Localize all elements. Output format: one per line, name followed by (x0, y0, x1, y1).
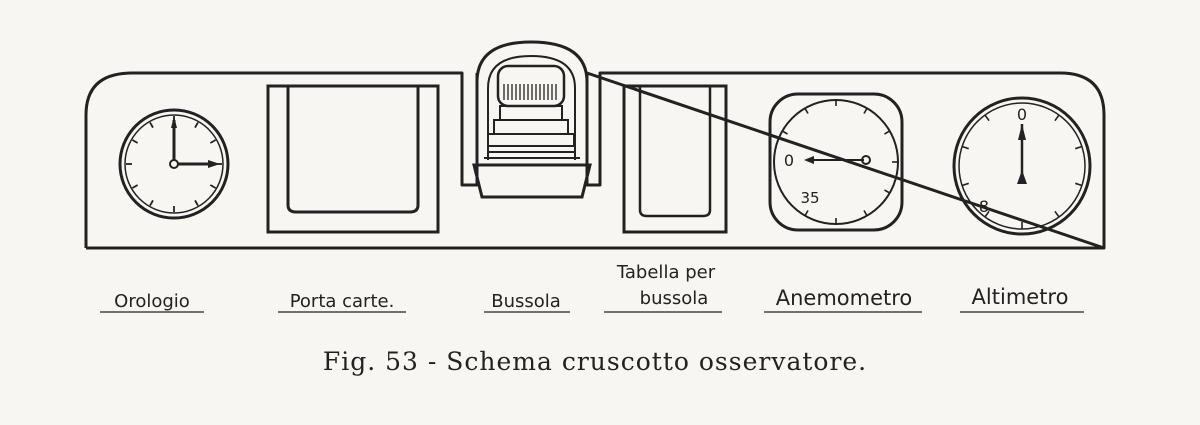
label-bussola: Bussola (484, 291, 570, 313)
svg-text:Altimetro: Altimetro (972, 285, 1069, 309)
altimeter-gauge: 0 8 (952, 96, 1092, 236)
gauge-tick (209, 139, 217, 144)
gauge-tick (1054, 210, 1060, 218)
gauge-tick (884, 189, 891, 194)
gauge-tick (1054, 114, 1060, 122)
anemometro-scale-label: 35 (800, 189, 819, 207)
gauge-tick (984, 114, 990, 122)
gauge-tick (209, 184, 217, 189)
dashboard-panel (84, 71, 1106, 250)
label-anemometro: Anemometro (764, 286, 922, 313)
svg-text:Orologio: Orologio (114, 291, 190, 312)
svg-text:bussola: bussola (640, 288, 709, 309)
figure-caption: Fig. 53 - Schema cruscotto osservatore. (323, 347, 867, 376)
gauge-tick (194, 199, 199, 207)
gauge-tick (149, 121, 154, 129)
compass-icon (472, 40, 592, 199)
gauge-tick (131, 184, 139, 189)
svg-text:Tabella per: Tabella per (616, 262, 716, 283)
label-orologio: Orologio (100, 291, 204, 313)
gauge-tick (863, 107, 868, 114)
gauge-tick (781, 130, 788, 135)
label-altimetro: Altimetro (960, 285, 1084, 313)
label-tabella-per-bussola: Tabella per bussola (604, 262, 722, 313)
clock-icon (118, 108, 230, 220)
gauge-tick (961, 145, 969, 150)
gauge-tick (194, 121, 199, 129)
svg-text:Bussola: Bussola (491, 291, 561, 312)
gauge-tick (863, 210, 868, 217)
altimetro-zero-label: 0 (1017, 105, 1027, 124)
gauge-tick (1075, 182, 1083, 187)
svg-text:Porta carte.: Porta carte. (290, 291, 395, 312)
gauge-tick (984, 210, 990, 218)
svg-text:Anemometro: Anemometro (776, 286, 913, 310)
compass-table-holder (622, 84, 728, 234)
gauge-tick (884, 130, 891, 135)
gauge-tick (149, 199, 154, 207)
gauge-tick (804, 210, 809, 217)
gauge-tick (961, 182, 969, 187)
map-holder (266, 84, 440, 234)
altimetro-scale-label: 8 (979, 197, 989, 216)
label-porta-carte: Porta carte. (278, 291, 406, 313)
airspeed-gauge: 0 35 (768, 92, 904, 232)
gauge-tick (1075, 145, 1083, 150)
gauge-tick (804, 107, 809, 114)
anemometro-zero-label: 0 (784, 151, 794, 170)
gauge-tick (131, 139, 139, 144)
